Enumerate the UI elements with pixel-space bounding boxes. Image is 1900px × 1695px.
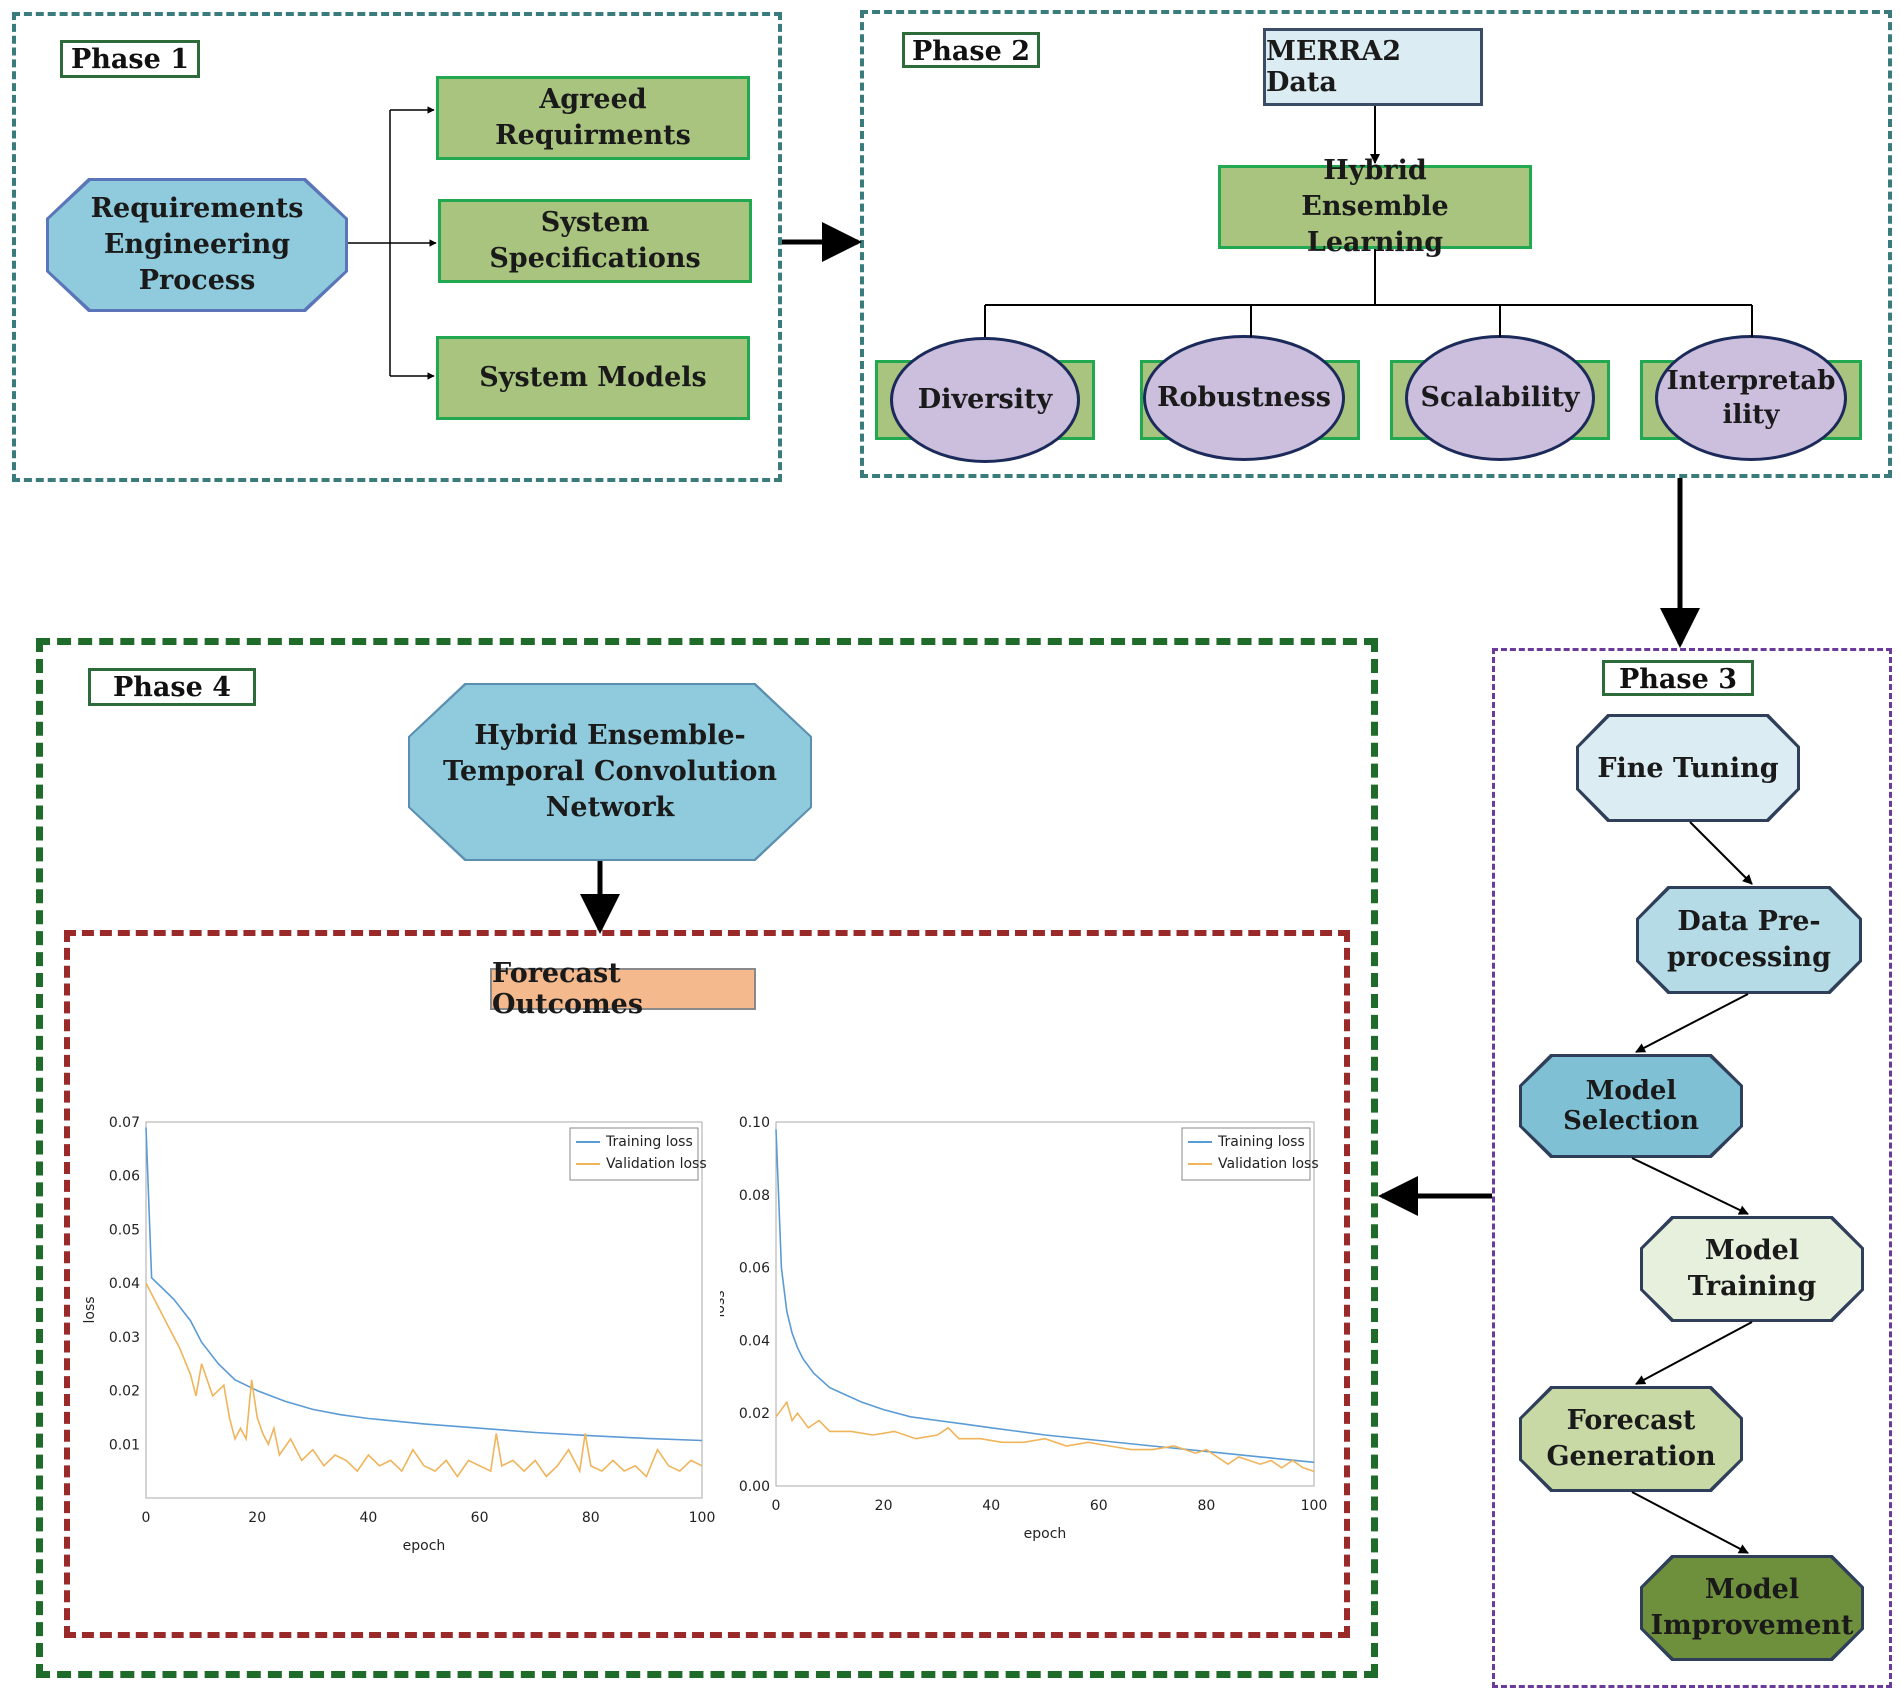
x-axis-label: epoch bbox=[403, 1538, 446, 1554]
plot-area bbox=[775, 1121, 1315, 1487]
model-selection-step: Model Selection bbox=[1522, 1057, 1740, 1155]
validation-loss-line bbox=[775, 1400, 1315, 1473]
loss-chart-2: 0 20 40 60 80 100 0.00 0.02 0.04 0.06 0.08 0.10 epoc… bbox=[720, 1115, 1328, 1542]
x-tick-label: 100 bbox=[1301, 1498, 1328, 1514]
y-tick-label: 0.04 bbox=[739, 1333, 770, 1349]
y-tick-label: 0.03 bbox=[109, 1330, 140, 1346]
y-tick-label: 0.01 bbox=[109, 1437, 140, 1453]
diversity-ellipse: Diversity bbox=[890, 337, 1080, 463]
robustness-ellipse: Robustness bbox=[1143, 335, 1345, 461]
x-tick-label: 80 bbox=[582, 1510, 600, 1526]
phase4-container bbox=[36, 638, 1378, 1678]
phase1-container bbox=[12, 12, 782, 482]
phase1-label: Phase 1 bbox=[60, 40, 200, 78]
data-preprocessing-step: Data Pre-processing bbox=[1639, 889, 1859, 991]
hybrid-ensemble-tcn-model: Hybrid Ensemble-Temporal Convolution Net… bbox=[410, 685, 810, 859]
scalability-ellipse: Scalability bbox=[1405, 335, 1595, 461]
loss-chart-1: 0 20 40 60 80 100 0.01 0.02 0.03 0.04 0.05 0.06 0.07… bbox=[82, 1115, 716, 1554]
y-axis-label: loss bbox=[720, 1290, 728, 1317]
system-models-box: System Models bbox=[436, 336, 750, 420]
forecast-outcomes-container bbox=[64, 930, 1350, 1638]
x-tick-label: 60 bbox=[1090, 1498, 1108, 1514]
x-axis-label: epoch bbox=[1024, 1526, 1067, 1542]
legend-entry: Training loss bbox=[605, 1134, 693, 1150]
x-tick-label: 80 bbox=[1197, 1498, 1215, 1514]
x-tick-label: 40 bbox=[982, 1498, 1000, 1514]
y-tick-label: 0.10 bbox=[739, 1115, 770, 1131]
system-specifications-box: System Specifications bbox=[438, 199, 752, 283]
x-tick-label: 0 bbox=[142, 1510, 151, 1526]
x-tick-label: 20 bbox=[875, 1498, 893, 1514]
phase4-label: Phase 4 bbox=[88, 668, 256, 706]
training-loss-line bbox=[145, 1127, 703, 1442]
model-improvement-step: Model Improvement bbox=[1643, 1558, 1861, 1658]
x-tick-label: 40 bbox=[359, 1510, 377, 1526]
y-tick-label: 0.07 bbox=[109, 1115, 140, 1131]
plot-area bbox=[145, 1121, 703, 1499]
legend-box bbox=[1181, 1127, 1311, 1181]
y-tick-label: 0.04 bbox=[109, 1276, 140, 1292]
merra2-data-box: MERRA2 Data bbox=[1263, 28, 1483, 106]
y-tick-label: 0.06 bbox=[109, 1169, 140, 1185]
phase3-label: Phase 3 bbox=[1602, 660, 1754, 696]
legend-entry: Validation loss bbox=[1218, 1156, 1319, 1172]
training-loss-line bbox=[775, 1129, 1315, 1464]
x-tick-label: 0 bbox=[772, 1498, 781, 1514]
agreed-requirements-box: Agreed Requirments bbox=[436, 76, 750, 160]
interpretability-ellipse: Interpretability bbox=[1655, 335, 1847, 461]
forecast-generation-step: Forecast Generation bbox=[1522, 1389, 1740, 1489]
model-training-step: Model Training bbox=[1643, 1219, 1861, 1319]
validation-loss-line bbox=[145, 1282, 703, 1478]
y-tick-label: 0.00 bbox=[739, 1479, 770, 1495]
forecast-outcomes-label: Forecast Outcomes bbox=[490, 958, 756, 1020]
legend-entry: Validation loss bbox=[606, 1156, 707, 1172]
y-tick-label: 0.05 bbox=[109, 1222, 140, 1238]
y-tick-label: 0.08 bbox=[739, 1188, 770, 1204]
hybrid-ensemble-learning-box: Hybrid Ensemble Learning bbox=[1218, 155, 1532, 258]
fine-tuning-step: Fine Tuning bbox=[1579, 717, 1797, 819]
y-tick-label: 0.06 bbox=[739, 1261, 770, 1277]
x-tick-label: 100 bbox=[689, 1510, 716, 1526]
phase2-label: Phase 2 bbox=[902, 32, 1040, 68]
y-tick-label: 0.02 bbox=[109, 1384, 140, 1400]
x-tick-label: 60 bbox=[471, 1510, 489, 1526]
phase3-container bbox=[1492, 648, 1892, 1688]
y-axis-label: loss bbox=[82, 1296, 98, 1323]
phase2-container bbox=[860, 10, 1892, 478]
legend-box bbox=[569, 1127, 699, 1181]
y-tick-label: 0.02 bbox=[739, 1406, 770, 1422]
requirements-engineering-process: Requirements Engineering Process bbox=[49, 181, 345, 309]
legend-entry: Training loss bbox=[1217, 1134, 1305, 1150]
x-tick-label: 20 bbox=[248, 1510, 266, 1526]
